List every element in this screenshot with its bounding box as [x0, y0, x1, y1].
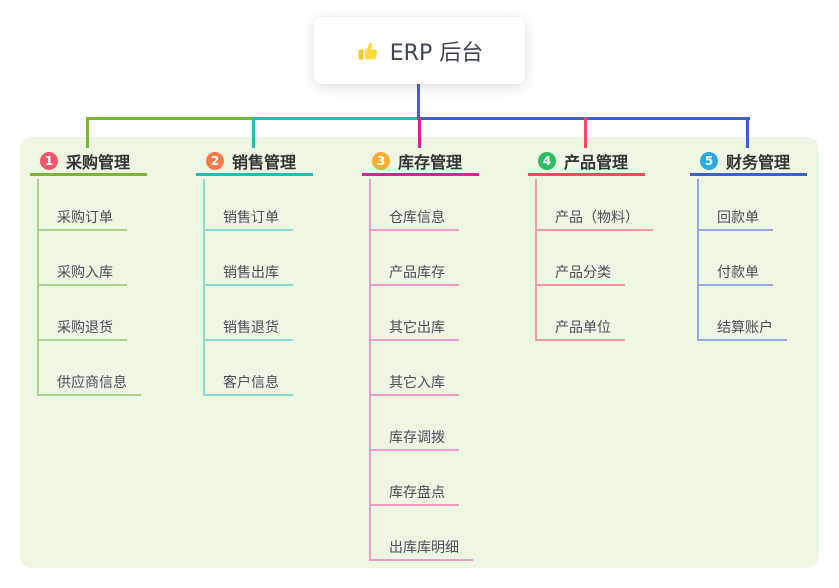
branch-5-header[interactable]: 5 财务管理	[690, 148, 807, 176]
branch-1-item-1[interactable]: 采购订单	[37, 207, 127, 231]
branch-label: 库存管理	[398, 152, 463, 172]
branch-label: 产品管理	[564, 152, 629, 172]
branch-4-item-3[interactable]: 产品单位	[535, 317, 625, 341]
connector-drop-2	[252, 117, 255, 148]
branch-3-item-5[interactable]: 库存调拨	[369, 427, 459, 451]
connector-horizontal-2	[252, 117, 419, 120]
root-node[interactable]: ERP 后台	[314, 17, 525, 84]
branch-number-badge: 4	[538, 151, 556, 170]
branch-label: 销售管理	[232, 152, 297, 172]
connector-drop-5	[746, 117, 749, 148]
branch-number-badge: 5	[700, 151, 718, 170]
branch-label: 采购管理	[66, 152, 131, 172]
branch-connector-line	[203, 179, 205, 396]
branch-5-item-3[interactable]: 结算账户	[697, 317, 787, 341]
branch-1-item-2[interactable]: 采购入库	[37, 262, 127, 286]
branch-1-item-3[interactable]: 采购退货	[37, 317, 127, 341]
branch-3-header[interactable]: 3 库存管理	[362, 148, 479, 176]
branch-number-badge: 3	[372, 151, 390, 170]
branch-3-item-7[interactable]: 出库库明细	[369, 537, 473, 561]
branch-3-item-4[interactable]: 其它入库	[369, 372, 459, 396]
branch-number-badge: 1	[40, 151, 58, 170]
branch-3-item-6[interactable]: 库存盘点	[369, 482, 459, 506]
connector-root-drop	[417, 84, 420, 120]
branch-connector-line	[535, 179, 537, 341]
branch-2-item-2[interactable]: 销售出库	[203, 262, 293, 286]
branch-5-item-1[interactable]: 回款单	[697, 207, 773, 231]
branch-3-item-3[interactable]: 其它出库	[369, 317, 459, 341]
branch-label: 财务管理	[726, 152, 791, 172]
branch-3-item-1[interactable]: 仓库信息	[369, 207, 459, 231]
connector-drop-1	[86, 117, 89, 148]
thumbs-up-icon	[356, 39, 380, 63]
connector-drop-4	[584, 117, 587, 148]
branch-connector-line	[369, 179, 371, 561]
branch-3-item-2[interactable]: 产品库存	[369, 262, 459, 286]
branch-1-item-4[interactable]: 供应商信息	[37, 372, 141, 396]
connector-horizontal-1	[86, 117, 254, 120]
branch-4-header[interactable]: 4 产品管理	[528, 148, 645, 176]
branch-connector-line	[697, 179, 699, 341]
branch-number-badge: 2	[206, 151, 224, 170]
branch-1-header[interactable]: 1 采购管理	[30, 148, 147, 176]
branch-4-item-1[interactable]: 产品（物料）	[535, 207, 653, 231]
root-title: ERP 后台	[389, 40, 484, 66]
branch-2-item-1[interactable]: 销售订单	[203, 207, 293, 231]
branch-4-item-2[interactable]: 产品分类	[535, 262, 625, 286]
branches-background-panel	[20, 137, 819, 568]
branch-2-header[interactable]: 2 销售管理	[196, 148, 313, 176]
branch-2-item-4[interactable]: 客户信息	[203, 372, 293, 396]
branch-connector-line	[37, 179, 39, 396]
connector-drop-3	[418, 117, 421, 148]
branch-2-item-3[interactable]: 销售退货	[203, 317, 293, 341]
connector-horizontal-3	[417, 117, 750, 120]
branch-5-item-2[interactable]: 付款单	[697, 262, 773, 286]
